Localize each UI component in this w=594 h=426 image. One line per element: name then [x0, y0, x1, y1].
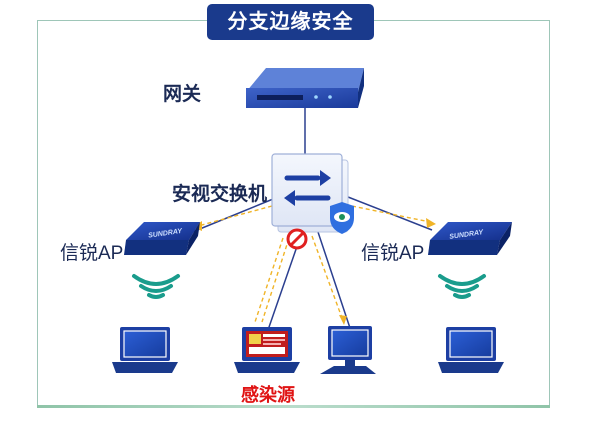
- eye-shield-icon: [330, 202, 354, 234]
- link-switch-monitor: [317, 231, 351, 329]
- laptop-icon: [112, 327, 178, 373]
- arrowhead-monitor: [339, 315, 347, 325]
- link-switch-ap-left: [189, 196, 279, 234]
- ap-right-label: 信锐AP: [361, 243, 425, 264]
- arrowhead-right: [426, 218, 436, 228]
- ap-left-brand: SUNDRAY: [148, 228, 184, 240]
- gateway-label: 网关: [163, 84, 202, 105]
- ap-right-device: SUNDRAY: [428, 222, 512, 255]
- diagram-title: 分支边缘安全: [207, 4, 374, 40]
- block-icon: [286, 228, 308, 250]
- wifi-icon: [132, 274, 180, 299]
- flow-to-ap-left: [197, 205, 273, 227]
- monitor-icon: [320, 326, 376, 374]
- ap-left-device: SUNDRAY: [124, 222, 200, 255]
- infected-laptop-icon: [234, 327, 300, 373]
- flow-arrowheads: [193, 218, 436, 325]
- flow-infected-b: [254, 237, 284, 323]
- switch-icon: [271, 153, 349, 233]
- traffic-flows: [197, 205, 431, 323]
- gateway-icon: [246, 68, 364, 108]
- ap-right-brand: SUNDRAY: [449, 229, 485, 241]
- infection-source-label: 感染源: [241, 385, 295, 405]
- flow-to-monitor: [311, 235, 343, 319]
- frame-bottom-bar: [37, 405, 550, 408]
- flow-to-ap-right: [351, 205, 431, 223]
- ap-left-label: 信锐AP: [60, 243, 124, 264]
- flow-infected-a: [261, 231, 292, 323]
- laptop-icon: [438, 327, 504, 373]
- wifi-icon: [438, 274, 486, 299]
- switch-label: 安视交换机: [172, 184, 268, 205]
